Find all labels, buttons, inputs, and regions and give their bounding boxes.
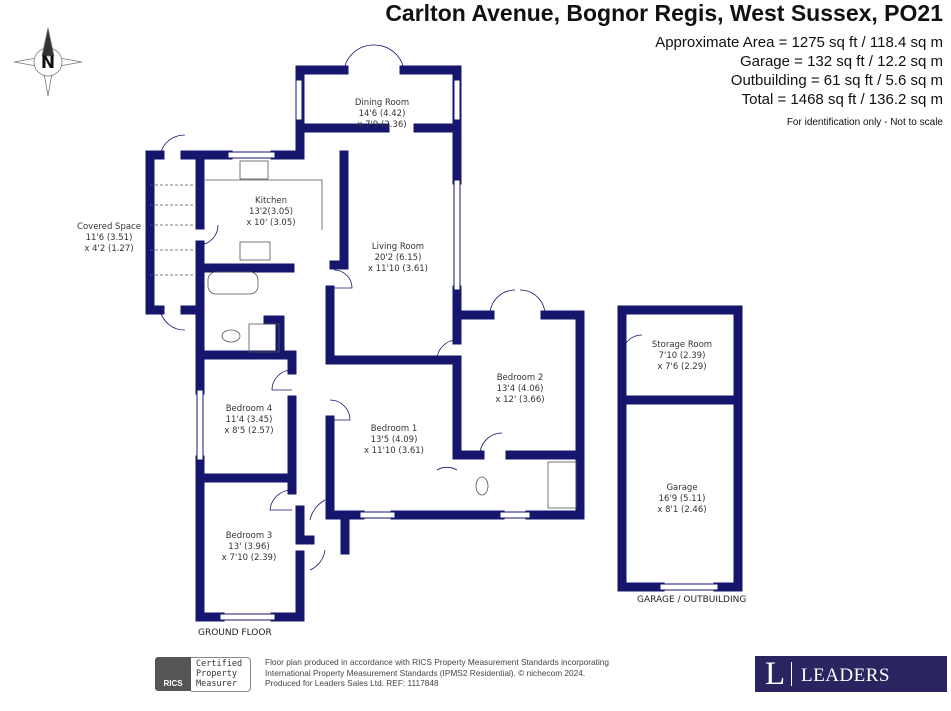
garage-dim2: x 8'1 (2.46): [657, 505, 706, 515]
toilet-icon: [475, 476, 489, 496]
dining-room-dim1: 14'6 (4.42): [359, 109, 406, 119]
fixtures: [150, 160, 577, 509]
property-title: Carlton Avenue, Bognor Regis, West Susse…: [385, 0, 943, 26]
storage-room-dim2: x 7'6 (2.29): [657, 362, 706, 372]
bedroom-1-name: Bedroom 1: [371, 424, 418, 434]
floor-plan: N: [13, 27, 746, 638]
bedroom-2-name: Bedroom 2: [497, 373, 544, 383]
bedroom-1-dim1: 13'5 (4.09): [371, 435, 418, 445]
brand-name: LEADERS: [801, 665, 890, 686]
living-room-dim1: 20'2 (6.15): [375, 253, 422, 263]
disclaimer-line: International Property Measurement Stand…: [265, 667, 586, 678]
dining-room-name: Dining Room: [355, 98, 409, 108]
toilet-icon: [221, 329, 241, 343]
bedroom-4-name: Bedroom 4: [226, 404, 273, 414]
bedroom-3-name: Bedroom 3: [226, 531, 273, 541]
cert-line: Measurer: [196, 679, 237, 689]
kitchen-name: Kitchen: [255, 196, 287, 206]
area-approx: Approximate Area = 1275 sq ft / 118.4 sq…: [655, 34, 943, 51]
disclaimer-line: Produced for Leaders Sales Ltd. REF: 111…: [265, 678, 439, 689]
garage-name: Garage: [666, 483, 697, 493]
windows: [196, 79, 719, 621]
certified-measurer-badge: Certified Property Measurer: [191, 657, 251, 692]
sink-icon: [239, 160, 269, 180]
logo-divider: [791, 662, 792, 686]
walls: [145, 65, 743, 622]
disclaimer: Floor plan produced in accordance with R…: [265, 657, 745, 689]
ground-floor-caption: GROUND FLOOR: [198, 628, 272, 638]
footer: RICS Certified Property Measurer Floor p…: [155, 655, 950, 693]
bedroom-2-dim1: 13'4 (4.06): [497, 384, 544, 394]
covered-space-name: Covered Space: [77, 222, 141, 232]
brand-letter: L: [765, 656, 786, 692]
garage-dim1: 16'9 (5.11): [659, 494, 706, 504]
storage-room-dim1: 7'10 (2.39): [659, 351, 706, 361]
bedroom-2-dim2: x 12' (3.66): [495, 395, 544, 405]
disclaimer-line: Floor plan produced in accordance with R…: [265, 657, 610, 667]
compass-icon: N: [13, 27, 83, 97]
shower-icon: [547, 461, 577, 509]
area-outbuilding: Outbuilding = 61 sq ft / 5.6 sq m: [730, 72, 943, 89]
kitchen-dim2: x 10' (3.05): [246, 218, 295, 228]
bedroom-3-dim1: 13' (3.96): [228, 542, 269, 552]
bath-icon: [207, 271, 259, 295]
doors: [159, 44, 643, 571]
living-room-name: Living Room: [372, 242, 424, 252]
bedroom-4-dim2: x 8'5 (2.57): [224, 426, 273, 436]
bedroom-3-dim2: x 7'10 (2.39): [222, 553, 277, 563]
area-total: Total = 1468 sq ft / 136.2 sq m: [741, 91, 943, 108]
kitchen-dim1: 13'2(3.05): [249, 207, 293, 217]
area-garage: Garage = 132 sq ft / 12.2 sq m: [739, 53, 943, 70]
room-labels: Dining Room 14'6 (4.42) x 7'9 (2.36) Kit…: [77, 98, 746, 638]
bedroom-4-dim1: 11'4 (3.45): [226, 415, 273, 425]
area-summary: Approximate Area = 1275 sq ft / 118.4 sq…: [655, 33, 943, 132]
compass-north-label: N: [41, 53, 55, 73]
covered-space-dim2: x 4'2 (1.27): [84, 244, 133, 254]
garage-outbuilding-caption: GARAGE / OUTBUILDING: [637, 595, 746, 605]
rics-logo: RICS: [155, 657, 191, 691]
cert-line: Certified: [196, 659, 243, 669]
storage-room-name: Storage Room: [652, 340, 712, 350]
hob-icon: [239, 241, 271, 261]
living-room-dim2: x 11'10 (3.61): [368, 264, 428, 274]
cert-line: Property: [196, 669, 237, 679]
covered-space-dim1: 11'6 (3.51): [86, 233, 133, 243]
shower-icon: [248, 323, 280, 353]
leaders-logo: L LEADERS: [755, 656, 947, 692]
scale-note: For identification only - Not to scale: [786, 117, 943, 128]
dining-room-dim2: x 7'9 (2.36): [357, 120, 406, 130]
bedroom-1-dim2: x 11'10 (3.61): [364, 446, 424, 456]
